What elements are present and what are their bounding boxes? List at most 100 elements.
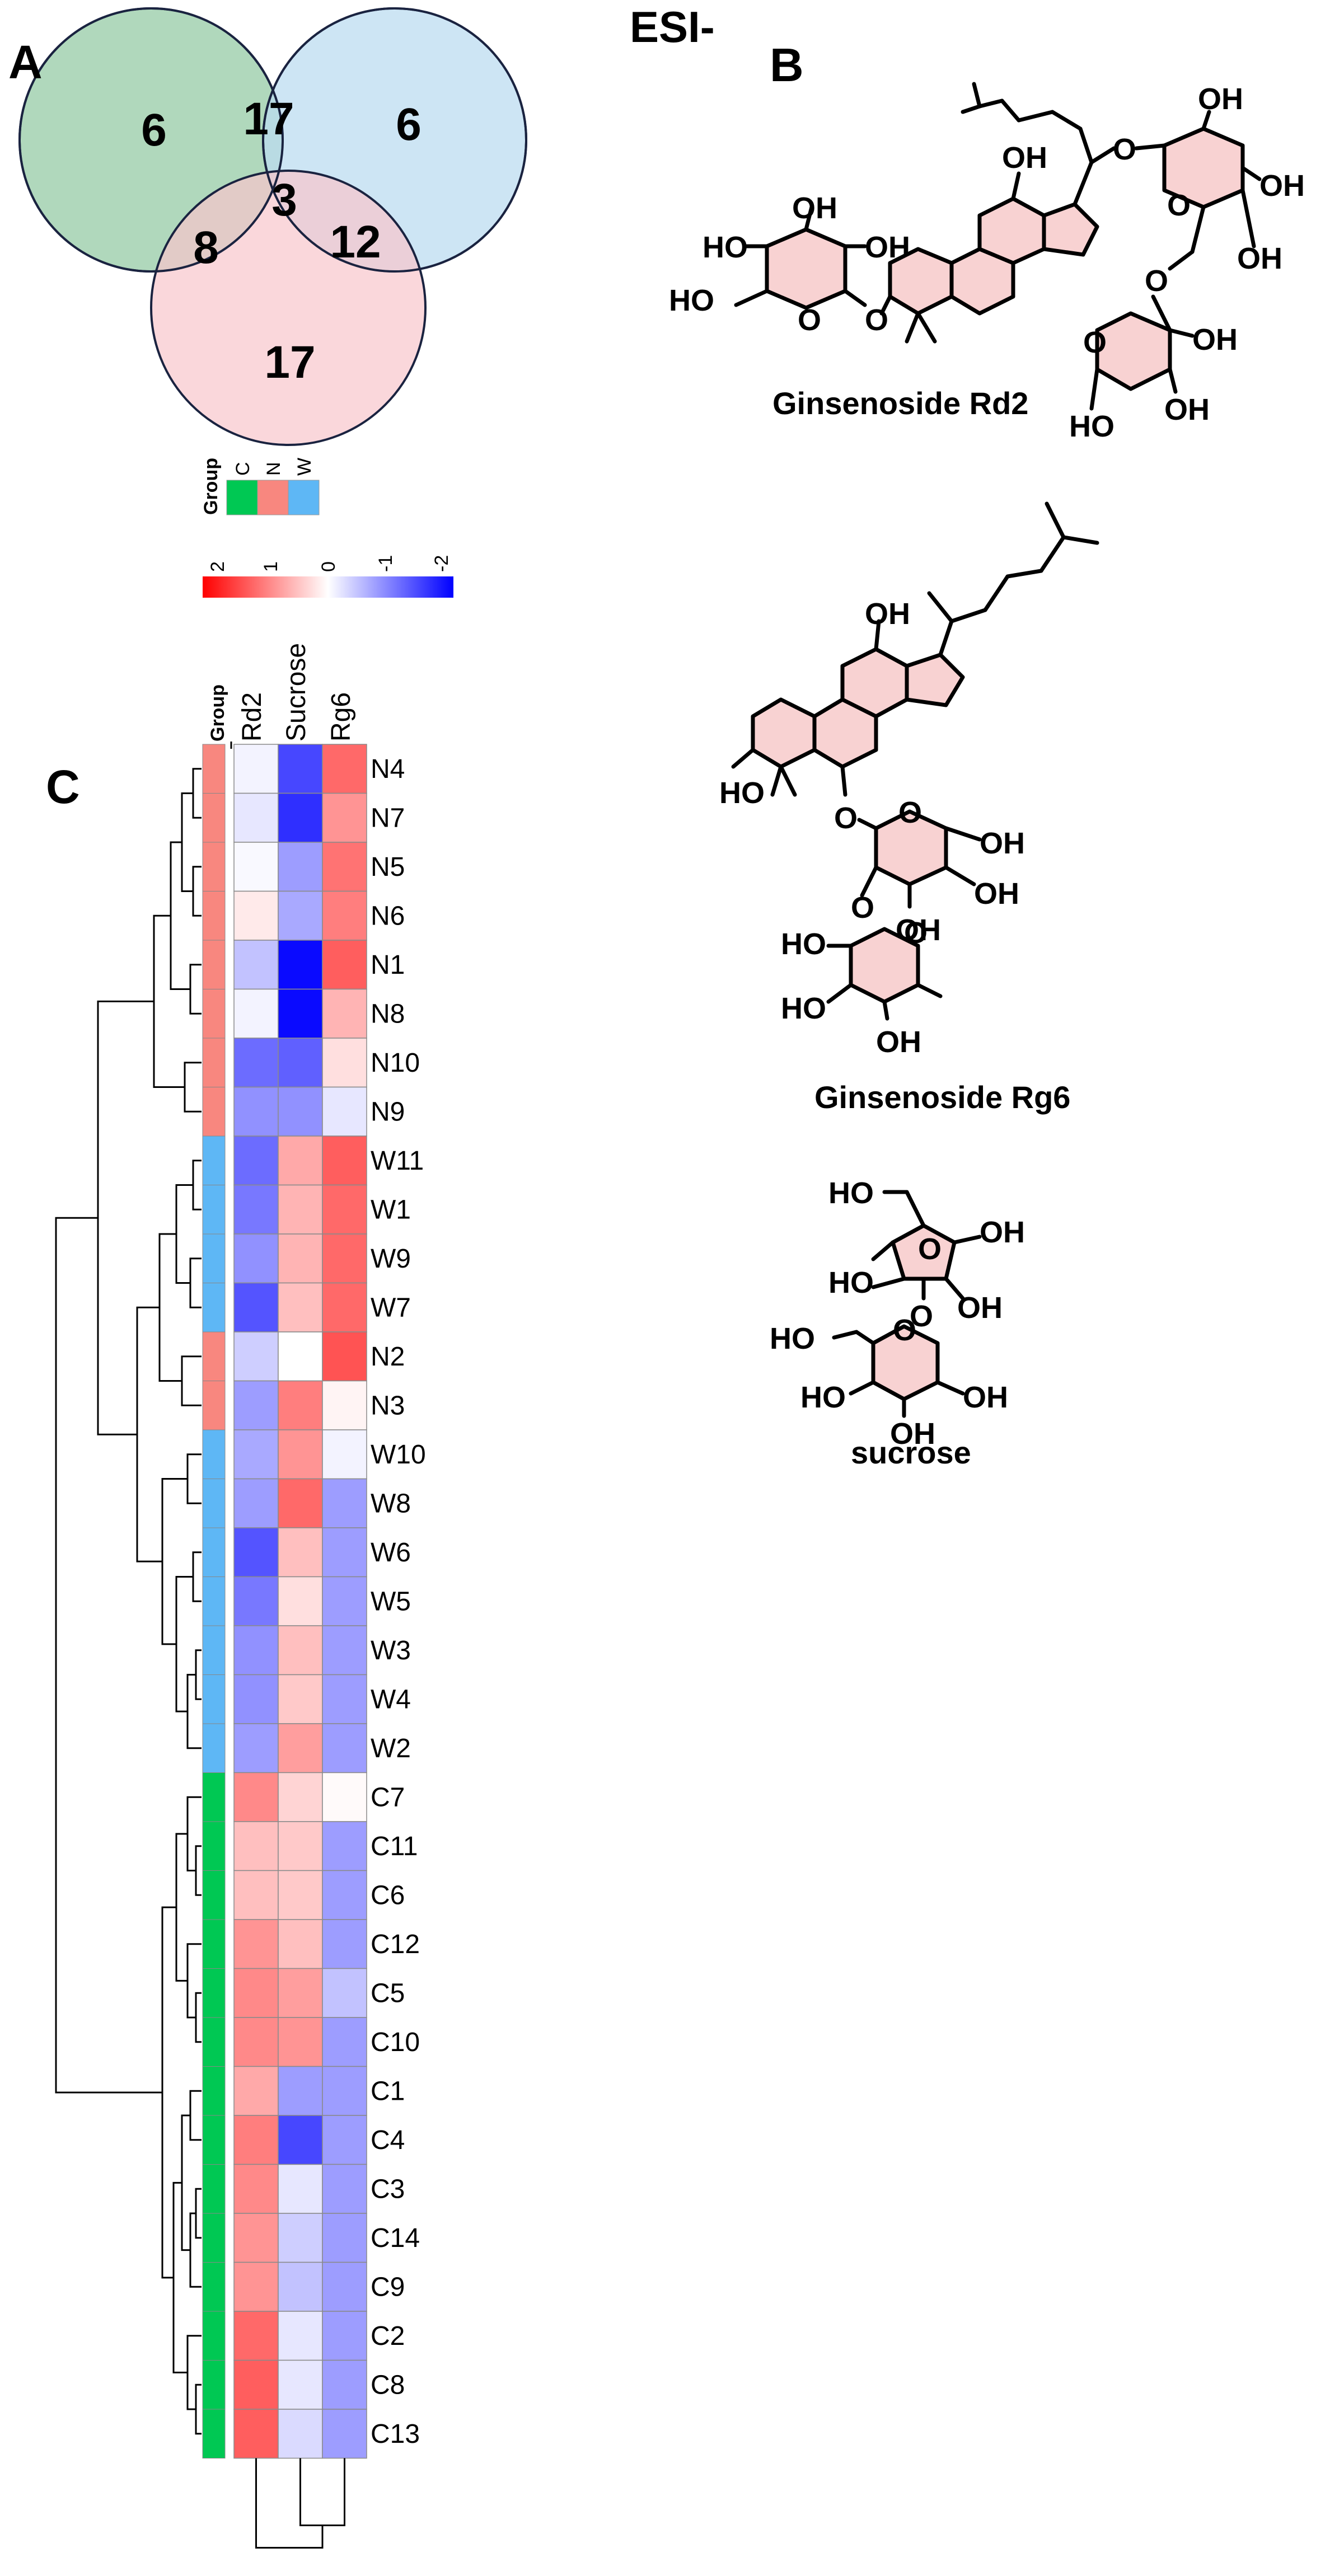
color-scale-tick-0: 0 <box>318 561 339 572</box>
svg-text:O: O <box>1167 189 1191 222</box>
group-bar-cell <box>202 793 226 843</box>
heatmap-cell <box>233 1282 279 1332</box>
svg-text:OH: OH <box>1259 169 1305 203</box>
dendrogram-branch <box>186 1674 202 1749</box>
heatmap-cell <box>322 2066 367 2116</box>
group-bar-cell <box>202 2262 226 2312</box>
heatmap-row-label: C3 <box>371 2174 405 2204</box>
heatmap-row-label: N1 <box>371 950 405 980</box>
svg-text:OH: OH <box>890 1417 935 1451</box>
dendrogram-branch <box>161 1478 188 1645</box>
svg-text:OH: OH <box>865 597 910 631</box>
venn-count-c-n: 8 <box>193 222 219 273</box>
venn-circle-n <box>150 170 427 446</box>
heatmap-row-label: C4 <box>371 2125 405 2155</box>
heatmap-row-label: N9 <box>371 1097 405 1127</box>
dendrogram-branch <box>192 768 202 819</box>
heatmap-cell <box>278 1527 323 1578</box>
dendrogram-branch <box>97 1000 154 1435</box>
svg-text:HO: HO <box>800 1381 846 1414</box>
heatmap-cells <box>233 744 367 2459</box>
dendrogram-branch <box>195 2383 202 2435</box>
dendrogram-branch <box>189 964 202 1015</box>
svg-text:HO: HO <box>770 1322 815 1355</box>
heatmap-cell <box>278 2017 323 2067</box>
group-bar-cell <box>202 1087 226 1137</box>
color-scale-legend: 2 1 0 -1 -2 <box>203 555 453 598</box>
group-legend-label-w: W <box>294 458 315 476</box>
heatmap-cell <box>322 1919 367 1969</box>
svg-text:HO: HO <box>781 992 826 1025</box>
heatmap-cell <box>278 1625 323 1676</box>
svg-text:OH: OH <box>980 1216 1025 1249</box>
heatmap-cell <box>278 1282 323 1332</box>
dendrogram-branch <box>153 914 185 1088</box>
dendrogram-branch <box>158 1233 182 1382</box>
group-bar-cell <box>202 2164 226 2214</box>
group-bar-cell <box>202 1723 226 1773</box>
heatmap-cell <box>278 1331 323 1382</box>
svg-text:HO: HO <box>828 1266 874 1299</box>
heatmap-cell <box>322 2311 367 2361</box>
heatmap-column-label-rg6: Rg6 <box>326 692 356 742</box>
heatmap-cell <box>233 2213 279 2263</box>
heatmap-row-label: W6 <box>371 1538 411 1568</box>
svg-text:O: O <box>893 1313 916 1347</box>
column-dendrogram-branch <box>255 2458 324 2549</box>
svg-text:O: O <box>918 1232 942 1266</box>
group-bar-cell <box>202 1429 226 1479</box>
dendrogram-branch <box>172 2181 188 2373</box>
heatmap-cell <box>322 1625 367 1676</box>
heatmap-cell <box>233 1625 279 1676</box>
heatmap-cell <box>322 1527 367 1578</box>
heatmap-row-label: C8 <box>371 2370 405 2400</box>
group-bar-cell <box>202 2311 226 2361</box>
heatmap-cell <box>233 2311 279 2361</box>
heatmap-cell <box>233 1968 279 2018</box>
group-bar-cell <box>202 1233 226 1283</box>
svg-text:O: O <box>904 916 928 950</box>
heatmap-cell <box>322 1968 367 2018</box>
heatmap-cell <box>278 1723 323 1773</box>
color-scale-tick-neg1: -1 <box>375 555 396 572</box>
group-bar-cell <box>202 1185 226 1235</box>
heatmap-group-column-label: Group <box>207 684 228 742</box>
heatmap-row-label: W3 <box>371 1636 411 1665</box>
dendrogram-branch <box>195 2188 202 2239</box>
heatmap-cell <box>278 1772 323 1822</box>
heatmap-row-label: C14 <box>371 2223 420 2253</box>
heatmap-row-label: W8 <box>371 1489 411 1518</box>
group-bar-cell <box>202 2409 226 2458</box>
heatmap-column-label-rd2: Rd2 <box>237 692 267 742</box>
heatmap-cell <box>233 1429 279 1480</box>
dendrogram-branch <box>195 1649 202 1700</box>
group-bar-cell <box>202 1527 226 1577</box>
heatmap-cell <box>278 1184 323 1235</box>
heatmap-cell <box>322 842 367 892</box>
heatmap-cell <box>278 792 323 843</box>
heatmap-cell <box>233 2066 279 2116</box>
svg-text:O: O <box>1113 133 1136 166</box>
heatmap-cell <box>322 2017 367 2067</box>
svg-text:HO: HO <box>828 1176 874 1210</box>
group-bar-cell <box>202 1772 226 1822</box>
group-bar-cell <box>202 1381 226 1430</box>
group-legend: Group C N W <box>200 458 320 515</box>
heatmap-cell <box>278 2066 323 2116</box>
heatmap-cell <box>233 2164 279 2214</box>
heatmap-cell <box>278 2115 323 2165</box>
sucrose-structure: HO OH OH O HO O HO HO OH OH O <box>770 1176 1025 1451</box>
heatmap-cell <box>233 1380 279 1430</box>
heatmap-row-label: N6 <box>371 901 405 931</box>
svg-text:O: O <box>910 1299 933 1333</box>
ginsenoside-rg6-structure: HO OH O OH OH OH O O HO HO OH O <box>719 501 1099 1059</box>
heatmap-cell <box>278 2261 323 2312</box>
heatmap-cell <box>278 1821 323 1871</box>
svg-text:OH: OH <box>876 1025 921 1059</box>
heatmap-cell <box>278 940 323 990</box>
group-bar-cell <box>202 2213 226 2263</box>
heatmap-row-label: W9 <box>371 1244 411 1274</box>
heatmap-cell <box>322 1331 367 1382</box>
heatmap-cell <box>233 1478 279 1528</box>
